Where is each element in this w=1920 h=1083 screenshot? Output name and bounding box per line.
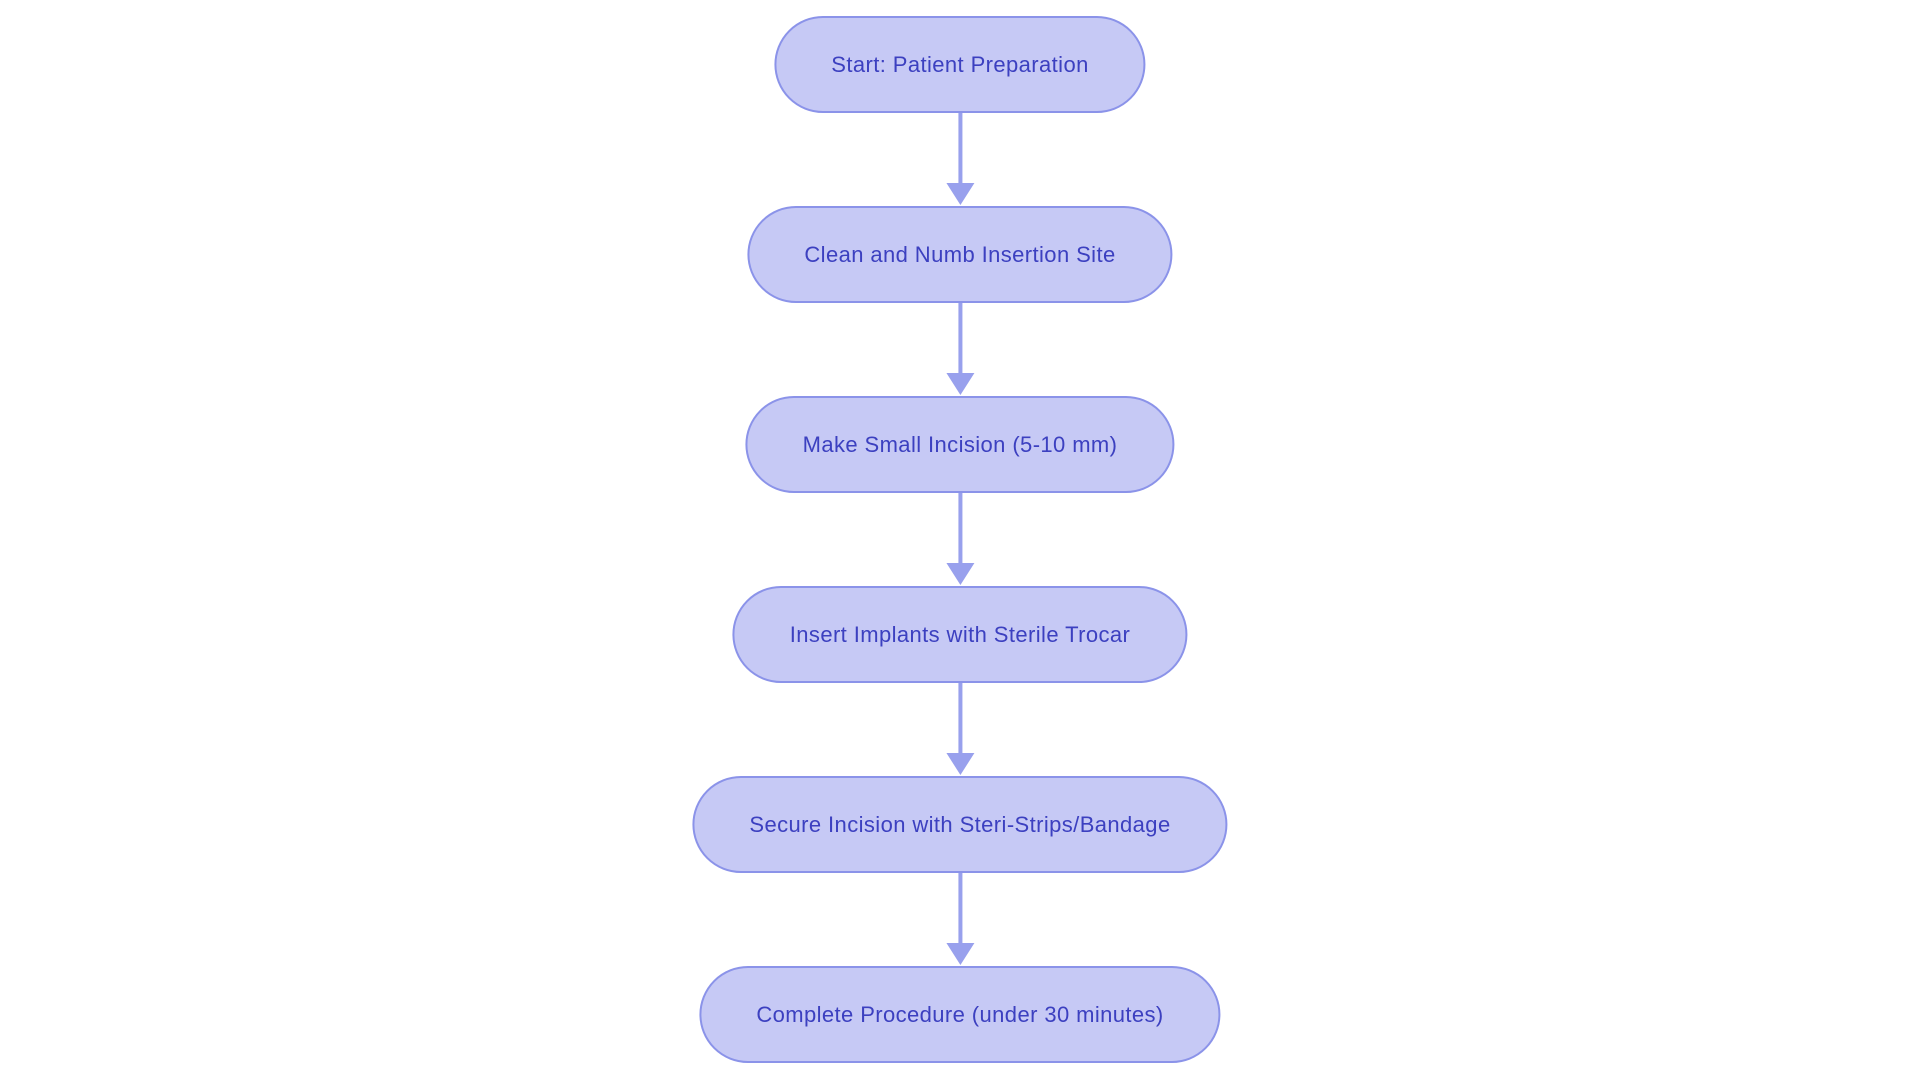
arrow-line: [958, 113, 962, 184]
flow-node: Insert Implants with Sterile Trocar: [732, 586, 1188, 683]
flow-node-label: Start: Patient Preparation: [831, 51, 1089, 77]
arrow-line: [958, 303, 962, 374]
arrow-connector: [946, 493, 974, 586]
flow-node: Start: Patient Preparation: [774, 16, 1146, 113]
arrow-connector: [946, 873, 974, 966]
arrow-connector: [946, 113, 974, 206]
arrow-down-icon: [946, 753, 974, 775]
flow-node-label: Insert Implants with Sterile Trocar: [789, 621, 1131, 647]
arrow-down-icon: [946, 943, 974, 965]
arrow-connector: [946, 303, 974, 396]
flow-node: Make Small Incision (5-10 mm): [745, 396, 1175, 493]
arrow-down-icon: [946, 373, 974, 395]
flow-node: Clean and Numb Insertion Site: [747, 206, 1173, 303]
flow-node-label: Secure Incision with Steri-Strips/Bandag…: [749, 811, 1171, 837]
flow-node: Complete Procedure (under 30 minutes): [699, 966, 1221, 1063]
arrow-down-icon: [946, 183, 974, 205]
flow-node: Secure Incision with Steri-Strips/Bandag…: [692, 776, 1228, 873]
arrow-line: [958, 493, 962, 564]
flow-node-label: Complete Procedure (under 30 minutes): [756, 1001, 1164, 1027]
arrow-down-icon: [946, 563, 974, 585]
arrow-connector: [946, 683, 974, 776]
arrow-line: [958, 873, 962, 944]
flow-node-label: Clean and Numb Insertion Site: [804, 241, 1116, 267]
arrow-line: [958, 683, 962, 754]
flowchart: Start: Patient Preparation Clean and Num…: [692, 16, 1228, 1063]
flow-node-label: Make Small Incision (5-10 mm): [802, 431, 1118, 457]
